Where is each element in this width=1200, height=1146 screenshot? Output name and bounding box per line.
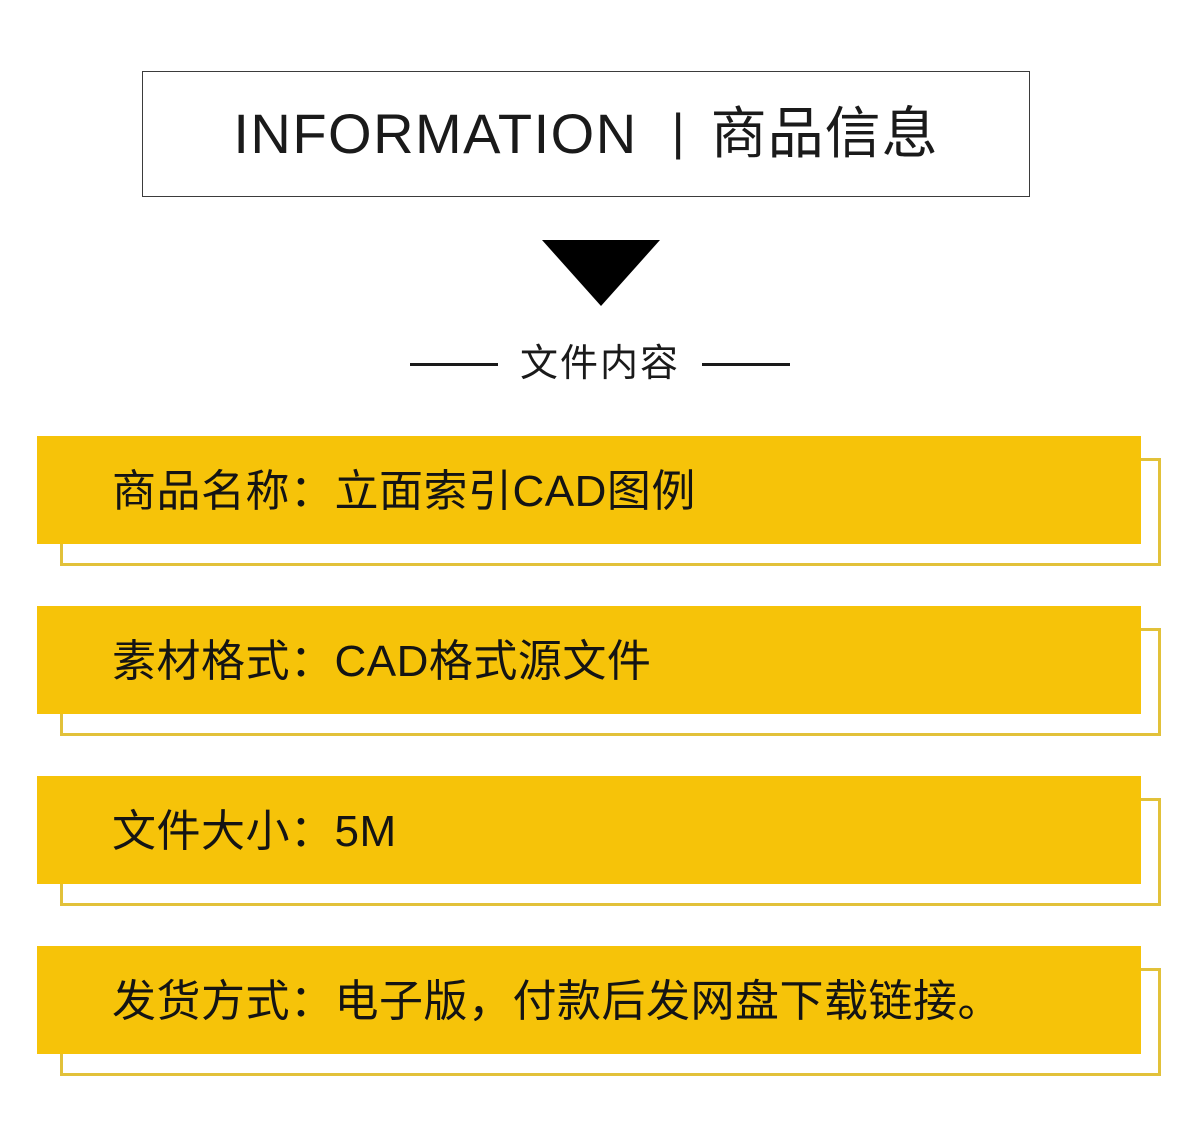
divider-line-left xyxy=(409,362,498,366)
section-divider: 文件内容 xyxy=(0,345,1200,383)
list-item: 文件大小：5M xyxy=(0,776,1200,946)
row-text: 发货方式：电子版，付款后发网盘下载链接。 xyxy=(112,977,1002,1026)
down-triangle-icon xyxy=(542,240,660,306)
list-item: 素材格式：CAD格式源文件 xyxy=(0,606,1200,776)
row-bar: 文件大小：5M xyxy=(37,776,1141,884)
divider-line-right xyxy=(702,362,790,366)
row-text: 素材格式：CAD格式源文件 xyxy=(112,637,652,686)
row-text: 文件大小：5M xyxy=(112,807,397,856)
page-title: INFORMATION | 商品信息 xyxy=(233,106,938,162)
row-bar: 素材格式：CAD格式源文件 xyxy=(37,606,1141,714)
page-title-chinese: 商品信息 xyxy=(710,102,939,165)
row-bar: 商品名称：立面索引CAD图例 xyxy=(37,436,1141,544)
list-item: 商品名称：立面索引CAD图例 xyxy=(0,436,1200,606)
row-text: 商品名称：立面索引CAD图例 xyxy=(112,467,696,516)
title-separator: | xyxy=(671,104,685,160)
section-divider-label: 文件内容 xyxy=(519,343,680,385)
page-title-english: INFORMATION xyxy=(233,102,638,165)
list-item: 发货方式：电子版，付款后发网盘下载链接。 xyxy=(0,946,1200,1116)
row-bar: 发货方式：电子版，付款后发网盘下载链接。 xyxy=(37,946,1141,1054)
page-title-box: INFORMATION | 商品信息 xyxy=(142,71,1030,197)
info-rows-list: 商品名称：立面索引CAD图例 素材格式：CAD格式源文件 文件大小：5M 发货方… xyxy=(0,436,1200,1116)
